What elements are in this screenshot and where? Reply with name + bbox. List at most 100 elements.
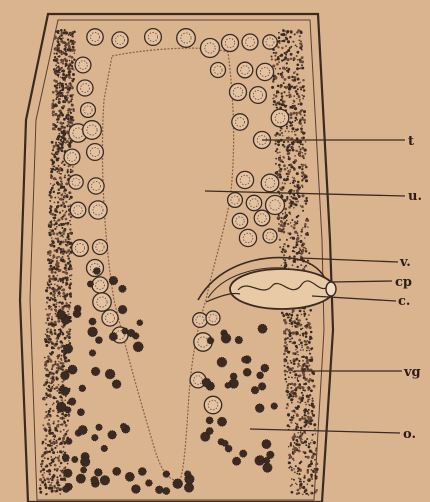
- vitelline-granule: [45, 340, 48, 343]
- vitelline-granule: [55, 457, 57, 459]
- vitelline-granule: [69, 330, 71, 332]
- vitelline-granule: [279, 174, 281, 176]
- vitelline-granule: [51, 260, 54, 263]
- vitelline-granule: [49, 262, 51, 264]
- vitelline-granule: [69, 238, 71, 240]
- vitelline-granule: [294, 388, 297, 391]
- vitelline-granule: [285, 262, 287, 264]
- vitelline-granule: [40, 470, 42, 472]
- vitelline-granule: [312, 434, 314, 436]
- vitelline-granule: [62, 326, 64, 328]
- ovary-granule: [62, 454, 69, 461]
- vitelline-granule: [64, 29, 66, 31]
- vitelline-granule: [310, 442, 312, 444]
- vitelline-granule: [273, 52, 275, 54]
- vitelline-granule: [54, 85, 57, 88]
- vitelline-granule: [70, 64, 72, 66]
- vitelline-granule: [280, 86, 282, 88]
- vitelline-granule: [46, 301, 48, 303]
- ovary-granule: [132, 485, 141, 494]
- ovary-granule: [261, 364, 269, 372]
- vitelline-granule: [49, 287, 50, 288]
- vitelline-granule: [52, 114, 55, 117]
- vitelline-granule: [69, 60, 71, 62]
- vitelline-granule: [59, 35, 61, 37]
- vitelline-granule: [63, 446, 65, 448]
- vitelline-granule: [302, 164, 304, 166]
- vitelline-granule: [62, 59, 65, 62]
- vitelline-granule: [305, 403, 307, 405]
- uterus-outline: [102, 48, 233, 480]
- vitelline-granule: [52, 474, 55, 477]
- vitelline-granule: [51, 333, 54, 336]
- ovary-granule: [155, 486, 163, 494]
- vitelline-granule: [280, 155, 281, 156]
- vitelline-granule: [308, 314, 310, 316]
- vitelline-granule: [301, 252, 303, 254]
- vitelline-granule: [64, 175, 66, 177]
- vitelline-granule: [56, 390, 58, 392]
- vitelline-granule: [45, 374, 48, 377]
- vitelline-granule: [290, 58, 292, 60]
- vitelline-granule: [65, 264, 67, 266]
- vitelline-granule: [67, 111, 69, 113]
- vitelline-granule: [44, 357, 46, 359]
- vitelline-granule: [294, 105, 296, 107]
- vitelline-granule: [287, 223, 289, 225]
- vitelline-granule: [54, 333, 56, 335]
- vitelline-granule: [294, 33, 296, 35]
- label-v: v.: [399, 255, 411, 270]
- vitelline-granule: [70, 224, 72, 226]
- vitelline-granule: [301, 392, 303, 394]
- vitelline-granule: [297, 432, 299, 434]
- vitelline-granule: [293, 437, 295, 439]
- vitelline-granule: [297, 235, 299, 237]
- vitelline-granule: [70, 196, 73, 199]
- vitelline-granule: [305, 402, 306, 403]
- vitelline-granule: [276, 148, 278, 150]
- vitelline-granule: [63, 414, 65, 416]
- vitelline-granule: [50, 189, 52, 191]
- vitelline-granule: [296, 237, 299, 240]
- vitelline-granule: [284, 30, 286, 32]
- vitelline-granule: [46, 313, 49, 316]
- vitelline-granule: [295, 358, 298, 361]
- vitelline-granule: [305, 166, 307, 168]
- vitelline-granule: [62, 219, 63, 220]
- vitelline-granule: [297, 200, 299, 202]
- vitelline-granule: [291, 225, 293, 227]
- vitelline-granule: [54, 249, 56, 251]
- vitelline-granule: [302, 332, 305, 335]
- vitelline-granule: [290, 222, 291, 223]
- vitelline-granule: [56, 355, 58, 357]
- vitelline-granule: [280, 194, 282, 196]
- vitelline-granule: [49, 278, 52, 281]
- vitelline-granule: [52, 372, 54, 374]
- vitelline-granule: [54, 299, 57, 302]
- vitelline-granule: [291, 141, 293, 143]
- vitelline-granule: [52, 275, 54, 277]
- vitelline-granule: [305, 410, 307, 412]
- leader-v: [300, 258, 398, 262]
- vitelline-granule: [291, 416, 293, 418]
- vitelline-granule: [68, 145, 71, 148]
- vitelline-granule: [56, 340, 58, 342]
- vitelline-granule: [44, 484, 47, 487]
- vitelline-granule: [289, 36, 291, 38]
- vitelline-granule: [297, 78, 300, 81]
- ovary-granule: [57, 310, 66, 319]
- ovary-granule: [81, 467, 87, 473]
- vitelline-granule: [293, 362, 296, 365]
- vitelline-granule: [279, 68, 281, 70]
- vitelline-granule: [47, 394, 50, 397]
- vitelline-granule: [302, 386, 305, 389]
- vitelline-granule: [281, 95, 284, 98]
- vitelline-granule: [61, 180, 63, 182]
- vitelline-granule: [295, 393, 297, 395]
- vitelline-granule: [52, 149, 54, 151]
- vitelline-granule: [55, 386, 58, 389]
- label-o: o.: [403, 427, 416, 442]
- vitelline-granule: [293, 95, 295, 97]
- vitelline-granule: [282, 224, 285, 227]
- ovary-granule: [105, 369, 115, 379]
